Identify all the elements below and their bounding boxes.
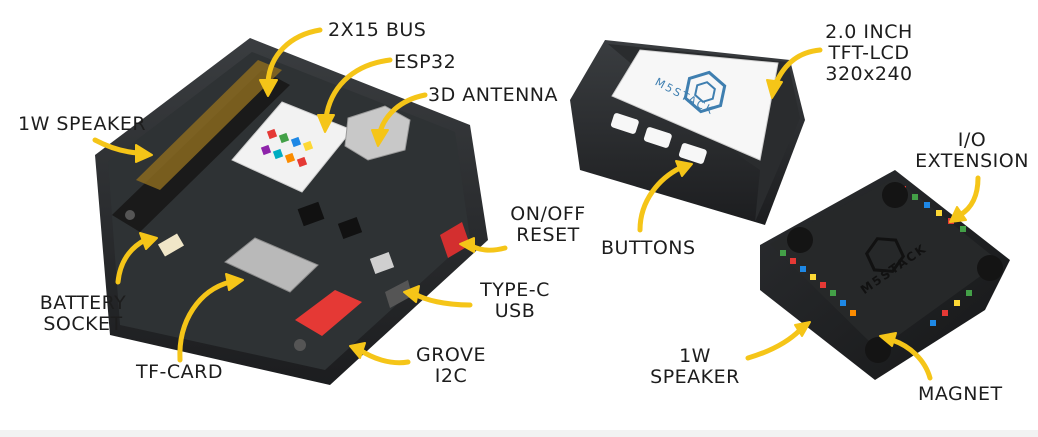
label-bus: 2X15 BUS xyxy=(328,19,427,41)
label-grove: GROVE I2C xyxy=(410,345,492,387)
magnet-1 xyxy=(787,227,813,253)
label-typec-line1: TYPE-C xyxy=(480,279,550,301)
label-speaker-right-line2: SPEAKER xyxy=(650,366,740,388)
grove-connector xyxy=(295,290,362,336)
label-battery-line2: SOCKET xyxy=(43,313,123,335)
label-lcd-line1: 2.0 INCH xyxy=(825,21,913,43)
bottom-logo-icon xyxy=(864,237,906,273)
label-typec: TYPE-C USB xyxy=(470,280,560,322)
label-grove-line2: I2C xyxy=(434,365,468,387)
label-on-off: ON/OFF RESET xyxy=(503,204,593,246)
label-io-line2: EXTENSION xyxy=(915,150,1029,172)
label-grove-line1: GROVE xyxy=(415,344,487,366)
magnet-4 xyxy=(865,337,891,363)
label-speaker-left: 1W SPEAKER xyxy=(18,113,147,135)
battery-socket-part xyxy=(157,233,185,257)
label-speaker-right: 1W SPEAKER xyxy=(640,346,750,388)
bottom-module xyxy=(760,170,1010,380)
button-b xyxy=(643,127,672,148)
label-battery: BATTERY SOCKET xyxy=(28,293,138,335)
label-antenna: 3D ANTENNA xyxy=(428,84,559,106)
label-buttons: BUTTONS xyxy=(601,237,696,259)
label-typec-line2: USB xyxy=(494,300,536,322)
front-module xyxy=(570,40,805,225)
button-c xyxy=(678,143,707,164)
label-on-off-line2: RESET xyxy=(516,224,580,246)
label-lcd-line3: 320x240 xyxy=(825,63,913,85)
screen-logo-icon xyxy=(683,70,727,114)
label-lcd: 2.0 INCH TFT-LCD 320x240 xyxy=(814,22,924,85)
label-io: I/O EXTENSION xyxy=(910,130,1034,172)
magnet-3 xyxy=(977,255,1003,281)
label-speaker-right-line1: 1W xyxy=(679,345,711,367)
bottom-strip xyxy=(0,430,1038,437)
usbc-port xyxy=(385,280,412,308)
callout-arrows xyxy=(92,27,981,381)
label-lcd-line2: TFT-LCD xyxy=(828,42,910,64)
label-esp32: ESP32 xyxy=(394,51,457,73)
header-bus xyxy=(112,60,290,232)
button-a xyxy=(610,113,639,134)
label-io-line1: I/O xyxy=(957,129,987,151)
label-on-off-line1: ON/OFF xyxy=(510,203,586,225)
label-tfcard: TF-CARD xyxy=(136,361,223,383)
label-magnet: MAGNET xyxy=(918,383,1003,405)
tf-card-slot xyxy=(224,237,319,293)
onoff-button xyxy=(440,222,470,258)
label-battery-line1: BATTERY xyxy=(39,292,127,314)
magnet-2 xyxy=(882,182,908,208)
